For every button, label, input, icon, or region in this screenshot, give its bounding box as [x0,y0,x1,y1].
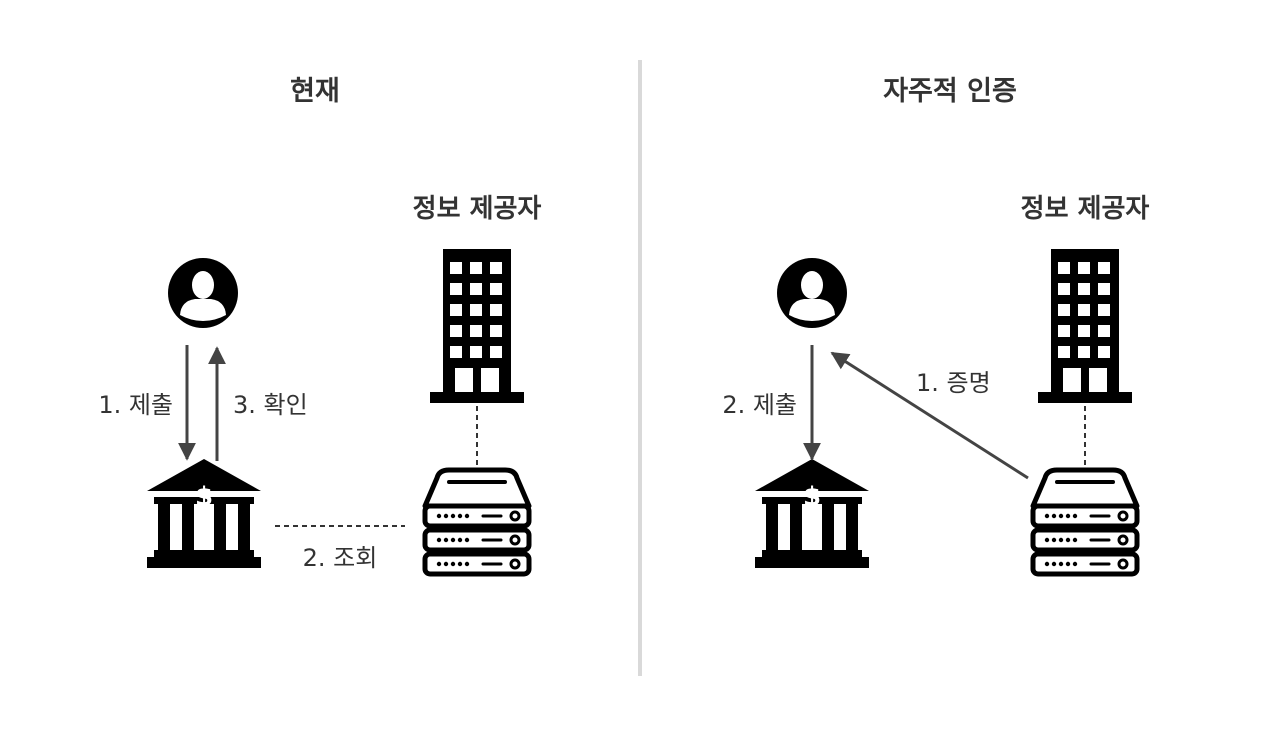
building-windows [450,262,502,392]
building-windows [1058,262,1110,392]
bank-icon [755,459,869,568]
left-panel-title: 현재 [290,76,340,107]
left-provider-label: 정보 제공자 [413,194,542,224]
bank-icon [147,459,261,568]
right-provider-label: 정보 제공자 [1021,194,1150,224]
bank-dollar-sign: $ [803,482,821,512]
step-prove-label: 1. 증명 [916,369,991,397]
person-icon [168,258,238,328]
bank-dollar-sign: $ [195,482,213,512]
server-icon [425,470,529,574]
arrow-prove [830,351,1029,480]
step-confirm-label: 3. 확인 [233,391,308,419]
right-panel: 자주적 인증 정보 제공자 $ 2. 제출 1. 증명 [722,76,1149,574]
server-icon [1033,470,1137,574]
step-lookup-label: 2. 조회 [303,544,378,572]
person-icon [777,258,847,328]
step-submit-label: 1. 제출 [98,391,173,419]
right-panel-title: 자주적 인증 [883,76,1017,107]
left-panel: 현재 정보 제공자 $ 1. 제출 3. 확인 2. 조회 [98,76,541,574]
step-submit-label: 2. 제출 [722,391,797,419]
